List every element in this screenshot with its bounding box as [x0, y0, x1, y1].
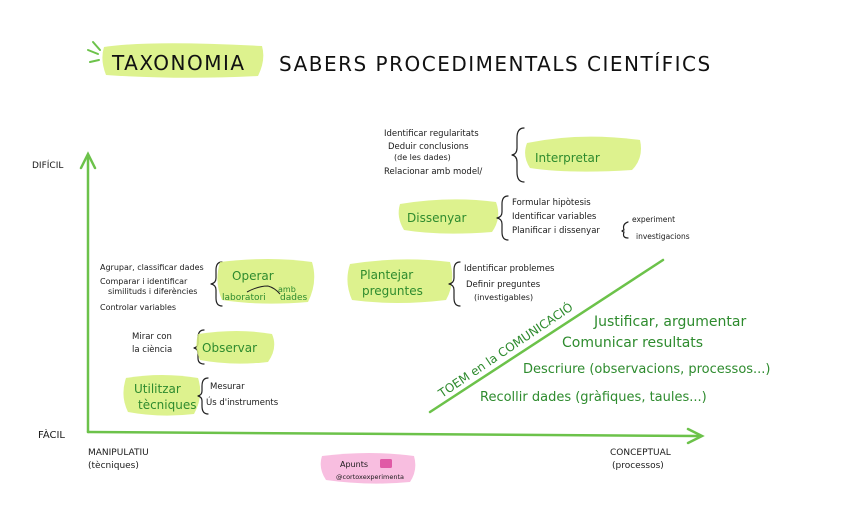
operar-sub-right: dades [280, 293, 307, 303]
communication-item: Descriure (observacions, processos...) [523, 362, 771, 377]
x-axis-left-label: MANIPULATIU [88, 448, 149, 458]
operar-brace [210, 261, 223, 307]
x-axis-right-label: CONCEPTUAL [610, 448, 671, 458]
node-dissenyar: Dissenyar Formular hipòtesis Identificar… [398, 195, 690, 241]
utilitzar-item: Ús d'instruments [206, 396, 279, 408]
operar-item: Controlar variables [100, 303, 176, 312]
dissenyar-highlight [398, 199, 499, 234]
interpretar-item: Identificar regularitats [384, 129, 479, 139]
plantejar-highlight [347, 259, 453, 303]
operar-item: Agrupar, classificar dades [100, 263, 204, 272]
node-interpretar: Identificar regularitats Deduir conclusi… [384, 127, 641, 183]
operar-sub-mid: amb [278, 285, 296, 294]
plantejar-label-line2: preguntes [362, 284, 423, 298]
signature-stamp: Apunts @cortoxexperimenta [320, 453, 416, 484]
observar-item: Mirar con [132, 332, 172, 342]
communication-item: Justificar, argumentar [593, 314, 746, 330]
title-group: TAXONOMIA SABERS PROCEDIMENTALS CIENTÍFI… [87, 41, 712, 78]
x-axis-right-sub: (processos) [612, 461, 664, 471]
node-operar: Agrupar, classificar dades Comparar i id… [100, 259, 315, 312]
interpretar-brace [511, 127, 525, 183]
notebook-icon [380, 459, 392, 468]
utilitzar-label-line1: Utilitzar [134, 382, 181, 396]
x-axis-left-sub: (tècniques) [88, 460, 139, 471]
dissenyar-item: Planificar i dissenyar [512, 226, 600, 236]
interpretar-item: Deduir conclusions [388, 142, 469, 152]
dissenyar-item: Identificar variables [512, 212, 597, 222]
dissenyar-brace [496, 195, 509, 241]
signature-line1: Apunts [340, 460, 368, 469]
plantejar-item: (investigables) [474, 293, 533, 302]
plantejar-label-line1: Plantejar [360, 268, 413, 282]
plantejar-item: Definir preguntes [466, 280, 541, 290]
utilitzar-label-line2: tècniques [138, 398, 196, 412]
signature-line2: @cortoxexperimenta [336, 473, 404, 481]
y-axis-top-label: DIFÍCIL [32, 159, 63, 171]
operar-label: Operar [232, 269, 274, 283]
node-utilitzar: Utilitzar tècniques Mesurar Ús d'instrum… [123, 375, 279, 416]
node-observar: Mirar con la ciència Observar [132, 329, 275, 365]
operar-item: similituds i diferències [108, 286, 197, 296]
communication-item: Comunicar resultats [562, 335, 703, 351]
title-tag: TAXONOMIA [111, 51, 246, 75]
operar-item: Comparar i identificar [100, 277, 188, 286]
utilitzar-highlight [123, 375, 201, 416]
title-highlight [102, 43, 264, 78]
plantejar-brace [448, 261, 461, 307]
page-title: SABERS PROCEDIMENTALS CIENTÍFICS [279, 52, 712, 76]
observar-label: Observar [202, 341, 257, 355]
x-axis-arrow-icon [686, 427, 705, 445]
communication-item: Recollir dades (gràfiques, taules...) [480, 390, 707, 405]
title-sparkle-icon [87, 41, 101, 63]
operar-highlight [217, 259, 315, 304]
operar-sub-left: laboratori [222, 293, 266, 303]
interpretar-item: (de les dades) [394, 153, 451, 162]
interpretar-highlight [525, 136, 641, 172]
dissenyar-item: Formular hipòtesis [512, 197, 591, 208]
utilitzar-item: Mesurar [210, 382, 245, 392]
plantejar-item: Identificar problemes [464, 264, 555, 274]
dissenyar-sub-brace [621, 221, 629, 239]
dissenyar-label: Dissenyar [407, 211, 467, 225]
dissenyar-sub-item: investigacions [636, 232, 690, 241]
communication-label: TOEM en la COMUNICACIÓ [434, 299, 575, 401]
y-axis-arrow-icon [79, 151, 97, 170]
y-axis-bottom-label: FÀCIL [38, 428, 65, 441]
node-plantejar: Plantejar preguntes Identificar probleme… [347, 259, 555, 307]
observar-item: la ciència [132, 344, 172, 355]
axes: DIFÍCIL FÀCIL MANIPULATIU (tècniques) CO… [32, 151, 705, 471]
interpretar-item: Relacionar amb model/ [384, 167, 482, 177]
x-axis-line [86, 430, 700, 438]
interpretar-label: Interpretar [535, 151, 600, 165]
operar-connector [246, 285, 281, 295]
communication-line [428, 258, 665, 414]
observar-highlight [196, 331, 275, 364]
utilitzar-brace [197, 377, 209, 415]
dissenyar-sub-item: experiment [632, 215, 675, 224]
